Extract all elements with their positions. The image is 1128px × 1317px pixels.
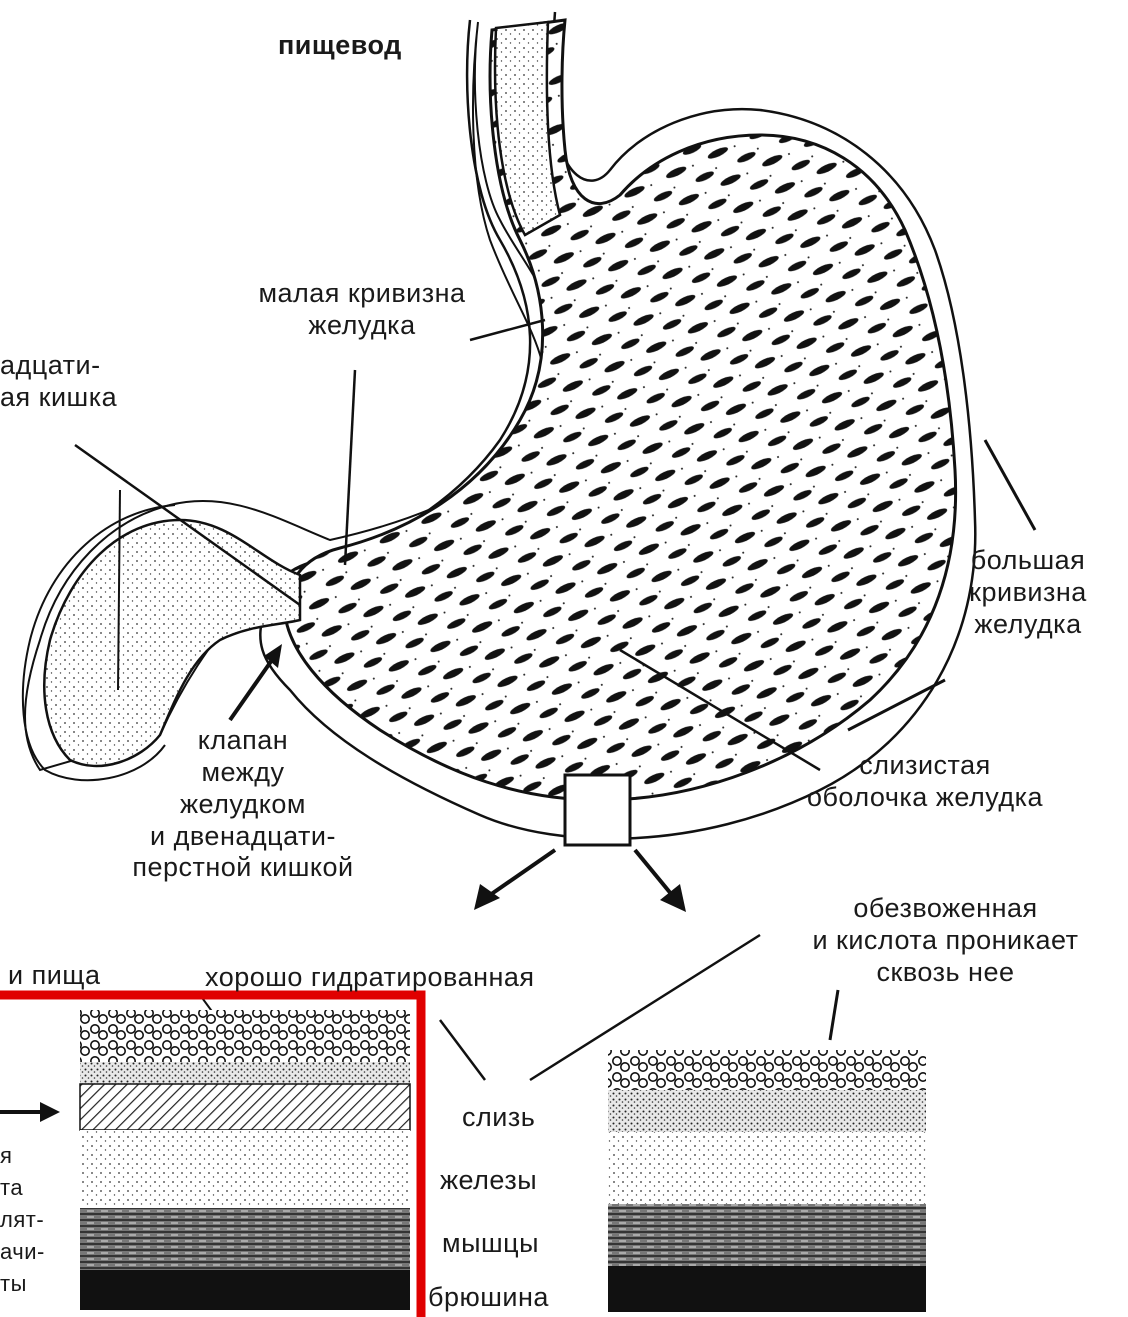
arrow-left-line bbox=[490, 850, 555, 895]
label-duodenum: адцати- ая кишка bbox=[0, 350, 117, 414]
dehydrated-leader bbox=[830, 990, 838, 1040]
label-esophagus: пищевод bbox=[278, 30, 402, 62]
arrow-left-head bbox=[474, 884, 500, 910]
right-glands-layer bbox=[608, 1132, 926, 1204]
label-valve: клапан между желудком и двенадцати- перс… bbox=[98, 725, 388, 884]
label-greater-curvature: большая кривизна желудка bbox=[938, 545, 1118, 641]
left-mucus-arrow-head bbox=[40, 1102, 60, 1122]
label-left-cut: я та лят- ачи- ты bbox=[0, 1140, 45, 1299]
label-food: и пища bbox=[8, 960, 101, 992]
label-peritoneum: брюшина bbox=[428, 1282, 549, 1314]
left-glands-layer bbox=[80, 1130, 410, 1208]
left-food-layer bbox=[80, 1010, 410, 1065]
right-food-layer bbox=[608, 1050, 926, 1092]
mucus-leader-left bbox=[440, 1020, 485, 1080]
stomach-body bbox=[285, 20, 956, 800]
left-muscle-layer bbox=[80, 1208, 410, 1270]
left-mucus-layer bbox=[80, 1084, 410, 1130]
valve-arrow-line bbox=[230, 660, 272, 720]
arrow-right-line bbox=[635, 850, 672, 895]
greater-curvature-leader-top bbox=[985, 440, 1035, 530]
sample-square bbox=[565, 775, 630, 845]
label-lesser-curvature: малая кривизна желудка bbox=[222, 278, 502, 342]
label-mucus: слизь bbox=[462, 1102, 535, 1134]
label-muscles: мышцы bbox=[442, 1228, 539, 1260]
left-dark-band bbox=[80, 1062, 410, 1084]
left-peritoneum-layer bbox=[80, 1270, 410, 1310]
right-peritoneum-layer bbox=[608, 1266, 926, 1312]
label-glands: железы bbox=[440, 1165, 537, 1197]
right-mixed-layer bbox=[608, 1090, 926, 1132]
label-hydrated: хорошо гидратированная bbox=[205, 962, 535, 994]
label-dehydrated: обезвоженная и кислота проникает сквозь … bbox=[768, 893, 1123, 989]
right-muscle-layer bbox=[608, 1204, 926, 1266]
right-tissue-section bbox=[608, 1050, 926, 1312]
left-tissue-section bbox=[80, 1010, 410, 1310]
label-mucosa: слизистая оболочка желудка bbox=[770, 750, 1080, 814]
